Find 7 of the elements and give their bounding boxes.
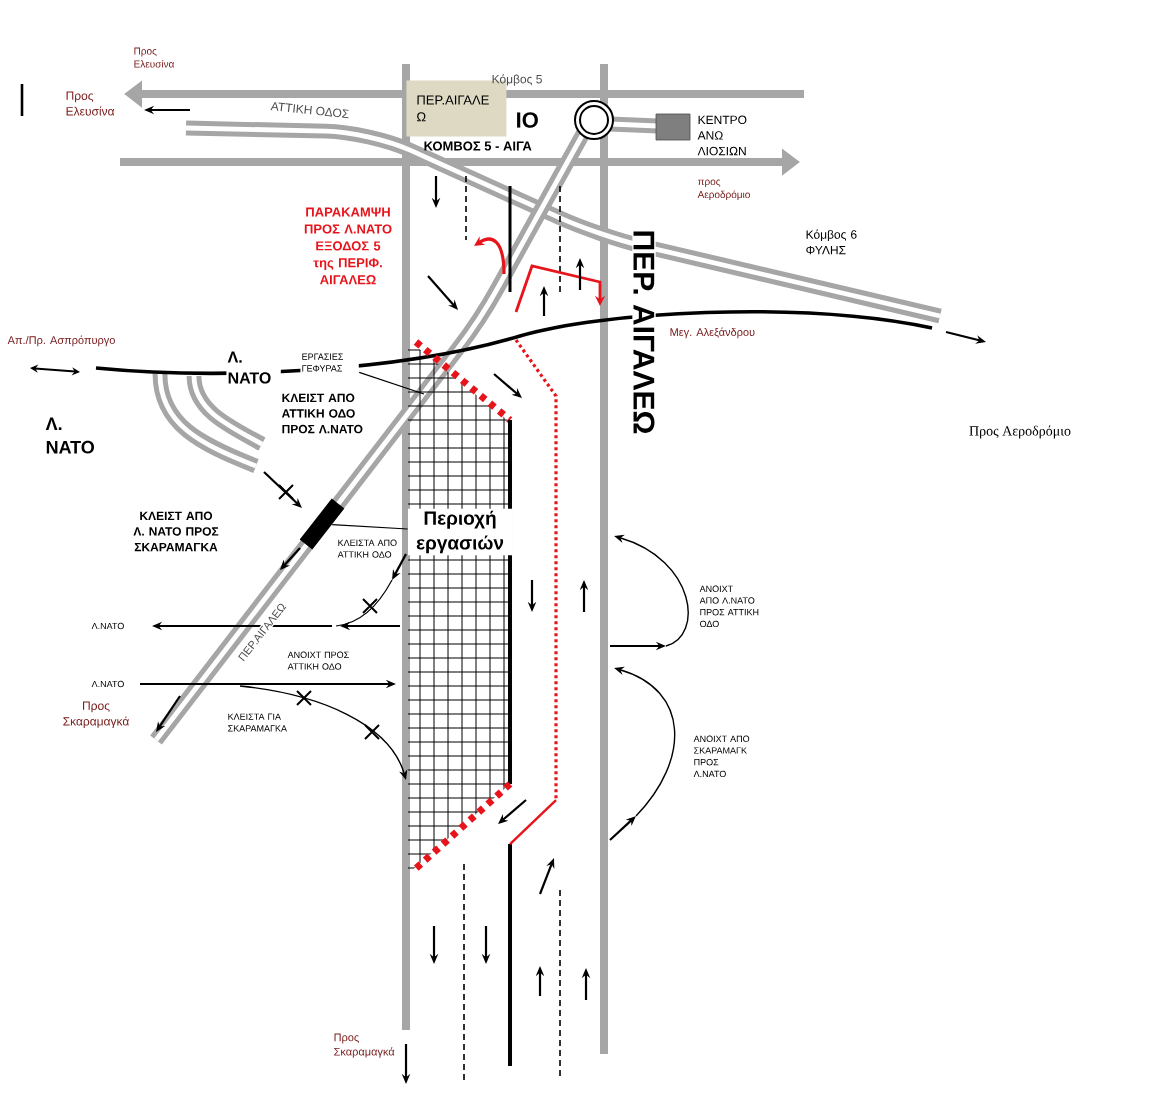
road-label: ΠΕΡ. ΑΙΓΑΛΕΩ [632, 228, 656, 436]
work-area: Περιοχή εργασιών [408, 339, 513, 875]
node-label: Περιοχή εργασιών [416, 510, 504, 554]
leader-line [331, 524, 409, 530]
leader-line [358, 371, 425, 395]
road-label: Λ. ΝΑΤΟ [45, 417, 94, 454]
road-label: Λ. ΝΑΤΟ [226, 350, 281, 385]
